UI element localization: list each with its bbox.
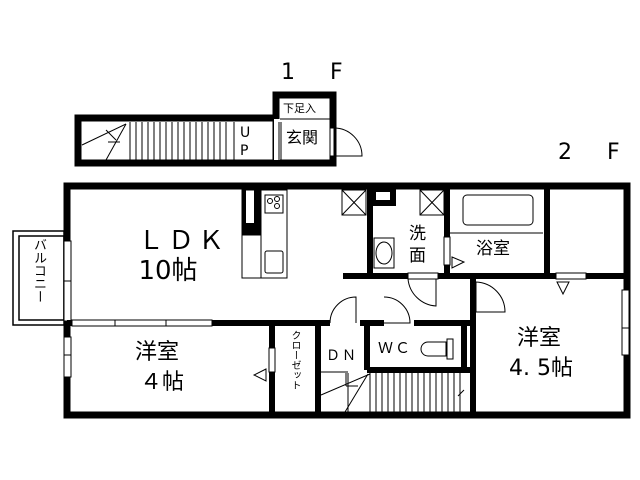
stair-icon — [320, 371, 465, 413]
door-icon — [329, 272, 506, 324]
entrance-label: 玄関 — [286, 128, 319, 147]
western-room-45-label: 洋室 — [517, 326, 562, 351]
entrance-storage-label: 下足入 — [283, 102, 316, 115]
stove-icon — [267, 198, 273, 204]
second-floor-label: 2 F — [558, 140, 634, 165]
washroom-label-1: 洗 — [409, 224, 426, 244]
ldk-label: ＬＤＫ — [137, 226, 228, 256]
balcony-label: バルコニー — [31, 238, 46, 303]
sink-icon — [264, 250, 284, 274]
entrance-door-icon — [329, 127, 363, 157]
western-room-45-size: 4. 5帖 — [509, 356, 573, 381]
door-arrow-icon — [451, 256, 466, 269]
western-room-4-size: ４帖 — [140, 370, 185, 395]
bathroom-label: 浴室 — [476, 239, 510, 259]
toilet-icon — [420, 338, 454, 360]
first-floor — [74, 91, 363, 167]
ventilation-icon — [341, 189, 445, 216]
stair-up-label-p: P — [240, 143, 249, 159]
stair-down-label: ＤＮ — [326, 348, 358, 364]
stair-up-label-u: U — [240, 125, 251, 141]
toilet-label: ＷＣ — [378, 339, 413, 357]
stair-icon — [81, 122, 282, 161]
closet-label: クローゼット — [289, 330, 300, 390]
western-room-4-label: 洋室 — [135, 340, 180, 365]
kitchen-counter — [241, 189, 288, 279]
first-floor-label: 1 F — [281, 60, 357, 85]
second-floor — [12, 182, 631, 419]
washroom-label-2: 面 — [409, 246, 426, 266]
ldk-size-label: 10帖 — [138, 256, 198, 286]
bathtub-icon — [450, 194, 543, 234]
wash-basin-icon — [373, 237, 395, 269]
